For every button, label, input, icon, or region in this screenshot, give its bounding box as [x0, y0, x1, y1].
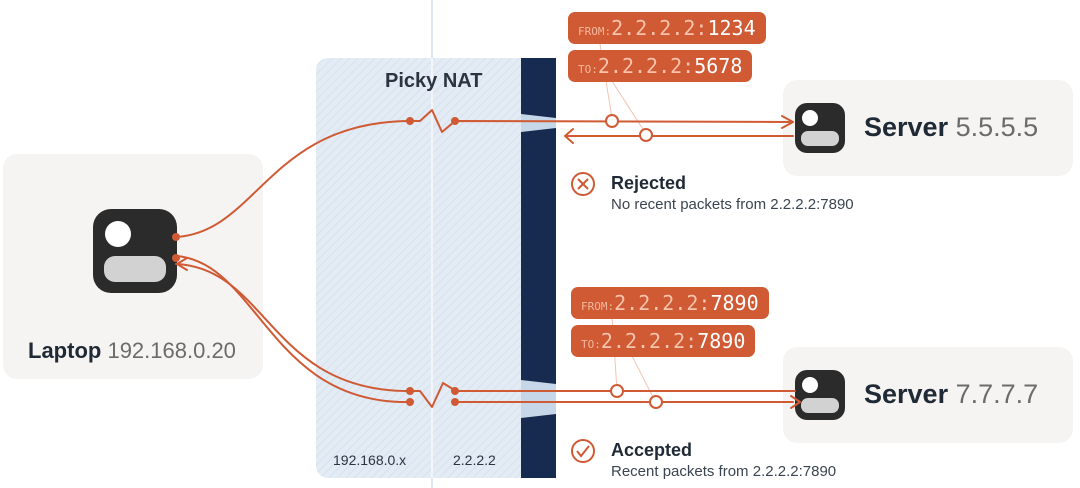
nat-outside-label: 2.2.2.2	[453, 452, 496, 468]
nat-title: Picky NAT	[385, 70, 483, 92]
check-circle-icon	[571, 439, 595, 463]
pill-key: TO:	[578, 63, 598, 76]
status-rejected-title: Rejected	[611, 173, 687, 193]
pill-port: 7890	[697, 329, 746, 353]
status-accepted-detail: Recent packets from 2.2.2.2:7890	[611, 463, 837, 480]
server-icon-7777	[795, 370, 845, 420]
packet-markers	[605, 114, 663, 409]
server-name: Server	[864, 112, 949, 142]
pill-key: FROM:	[578, 25, 612, 38]
server-name: Server	[864, 379, 949, 409]
pill-addr: 2.2.2.2:	[611, 16, 708, 40]
server-card-5555	[783, 80, 1073, 176]
nat-inside-label: 192.168.0.x	[333, 452, 407, 468]
laptop-ip: 192.168.0.20	[107, 338, 236, 363]
firewall-pinhole-top	[521, 114, 556, 132]
packet-to-pill: TO:2.2.2.2:5678	[568, 50, 753, 82]
server-label-7777: Server 7.7.7.7	[864, 379, 1038, 410]
pill-port: 1234	[707, 16, 756, 40]
laptop-label: Laptop 192.168.0.20	[28, 338, 236, 364]
nat-divider	[431, 58, 433, 478]
pill-addr: 2.2.2.2:	[597, 54, 695, 78]
pill-port: 5678	[694, 54, 743, 78]
server-icon-5555	[795, 103, 845, 153]
flow-5555-return-arrow	[564, 128, 574, 144]
x-circle-icon	[571, 172, 595, 196]
firewall-pinhole-bottom	[521, 380, 556, 418]
pill-key: TO:	[581, 338, 601, 351]
status-accepted-title: Accepted	[611, 440, 693, 460]
server-ip: 5.5.5.5	[955, 112, 1039, 142]
pill-key: FROM:	[581, 300, 615, 313]
server-label-5555: Server 5.5.5.5	[864, 112, 1038, 143]
server-ip: 7.7.7.7	[955, 379, 1039, 409]
server-card-7777	[783, 347, 1073, 443]
flow-laptop-to-5555	[175, 109, 794, 238]
flow-7777-inbound	[175, 257, 796, 408]
pill-port: 7890	[710, 291, 759, 315]
flow-dots	[172, 117, 459, 406]
pill-addr: 2.2.2.2:	[614, 291, 711, 315]
laptop-icon	[93, 209, 177, 293]
packet-to-pill: TO:2.2.2.2:7890	[571, 325, 756, 357]
flow-7777-outbound	[175, 255, 801, 409]
packet-from-pill: FROM:2.2.2.2:7890	[571, 287, 769, 319]
pill-addr: 2.2.2.2:	[600, 329, 698, 353]
packet-from-pill: FROM:2.2.2.2:1234	[568, 12, 766, 44]
status-rejected-detail: No recent packets from 2.2.2.2:7890	[611, 196, 854, 213]
laptop-name: Laptop	[28, 338, 102, 363]
